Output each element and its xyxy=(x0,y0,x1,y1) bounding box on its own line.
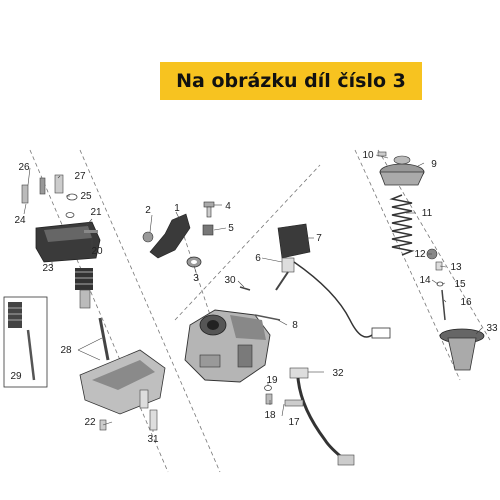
callout-23: 23 xyxy=(42,263,54,274)
carburetor-body xyxy=(184,309,271,383)
part-30-pin xyxy=(239,286,251,291)
callout-26: 26 xyxy=(18,162,30,173)
callout-labels: 1 2 3 4 5 6 7 8 9 10 11 12 13 14 15 16 1… xyxy=(10,150,498,445)
callout-11: 11 xyxy=(422,208,433,219)
callout-12: 12 xyxy=(414,249,426,260)
part-27-fitting xyxy=(54,174,78,218)
callout-9: 9 xyxy=(431,159,437,170)
part-3-spring xyxy=(186,256,202,268)
part-32-drain-hose xyxy=(289,367,355,466)
callout-16: 16 xyxy=(460,297,472,308)
callout-25: 25 xyxy=(80,191,92,202)
part-28-needle xyxy=(98,317,110,361)
callout-31: 31 xyxy=(147,434,159,445)
callout-18: 18 xyxy=(264,410,276,421)
part-8-rod xyxy=(254,314,281,321)
highlight-banner: Na obrázku díl číslo 3 xyxy=(160,62,422,100)
part-24-screw xyxy=(21,177,46,204)
part-23-top-cover xyxy=(35,221,101,263)
callout-30: 30 xyxy=(224,275,236,286)
callout-6: 6 xyxy=(255,253,261,264)
assembly-guide-lines xyxy=(29,149,491,473)
callout-28: 28 xyxy=(60,345,72,356)
callout-8: 8 xyxy=(292,320,298,331)
callout-2: 2 xyxy=(145,205,151,216)
callout-27: 27 xyxy=(74,171,86,182)
part-11-spring xyxy=(389,194,415,256)
part-33-slide xyxy=(439,328,485,371)
callout-7: 7 xyxy=(316,233,322,244)
callout-5: 5 xyxy=(228,223,234,234)
part-7-auto-choke xyxy=(275,223,391,339)
callout-4: 4 xyxy=(225,201,231,212)
callout-33: 33 xyxy=(486,323,498,334)
callout-32: 32 xyxy=(332,368,344,379)
callout-20: 20 xyxy=(91,246,103,257)
callout-21: 21 xyxy=(90,207,102,218)
callout-24: 24 xyxy=(14,215,26,226)
callout-14: 14 xyxy=(419,275,431,286)
callout-17: 17 xyxy=(288,417,300,428)
part-20-spring xyxy=(75,268,93,309)
part-1-lever xyxy=(142,213,191,259)
callout-22: 22 xyxy=(84,417,96,428)
callout-19: 19 xyxy=(266,375,278,386)
part-9-cover xyxy=(377,151,425,186)
part-5-spring xyxy=(202,224,214,236)
callout-1: 1 xyxy=(174,203,180,214)
callout-13: 13 xyxy=(450,262,462,273)
callout-29: 29 xyxy=(10,371,22,382)
callout-15: 15 xyxy=(454,279,466,290)
part-29-box xyxy=(3,296,48,388)
leader-lines xyxy=(23,154,483,432)
float-bowl xyxy=(79,349,166,415)
part-31-drain-screw xyxy=(149,409,158,431)
part-4-screw xyxy=(203,201,215,218)
callout-3: 3 xyxy=(193,273,199,284)
callout-10: 10 xyxy=(362,150,374,161)
